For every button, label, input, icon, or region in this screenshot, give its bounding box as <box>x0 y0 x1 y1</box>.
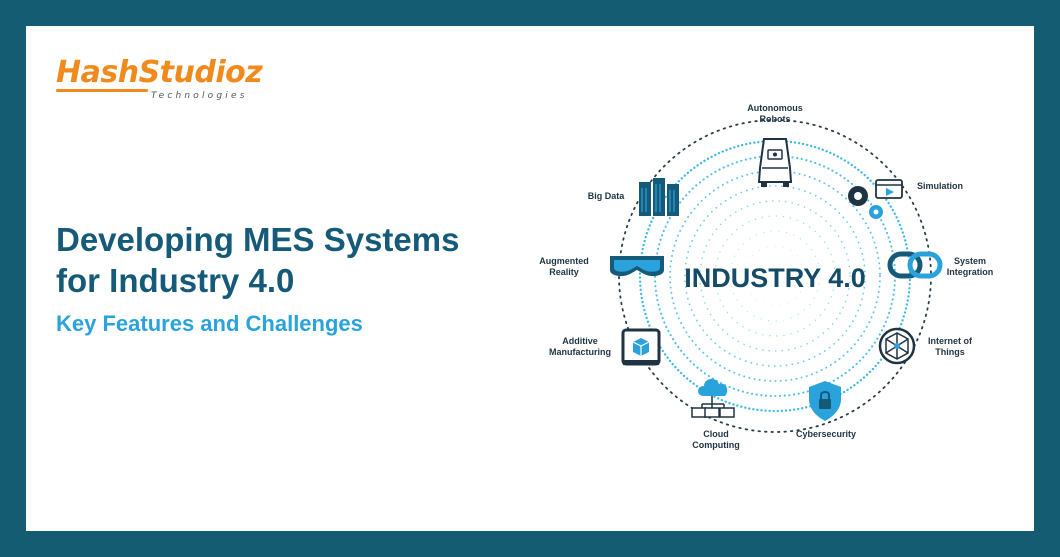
node-additive-manufacturing: Additive Manufacturing <box>549 328 661 366</box>
robot-car-icon <box>757 138 793 187</box>
cloud-network-icon <box>691 378 735 418</box>
dot-ring <box>729 230 821 322</box>
logo-brand: HashStudioz <box>56 55 263 90</box>
node-label-line1: Cloud <box>703 429 729 439</box>
node-autonomous-robots: Autonomous Robots <box>747 103 803 187</box>
node-label-line2: Computing <box>692 440 740 450</box>
dot-ring <box>744 245 806 307</box>
node-label-line1: Augmented <box>539 256 589 266</box>
node-cloud-computing: Cloud Computing <box>691 378 740 450</box>
node-big-data: Big Data <box>588 178 679 216</box>
dot-ring <box>699 200 851 352</box>
gears-video-icon <box>848 179 903 219</box>
node-simulation: Simulation <box>848 179 963 219</box>
node-label-line2: Robots <box>760 114 791 124</box>
node-cybersecurity: Cybersecurity <box>796 381 856 439</box>
headline-line-2: for Industry 4.0 <box>56 262 295 299</box>
node-system-integration: System Integration <box>887 251 994 279</box>
network-globe-icon <box>878 327 916 365</box>
node-label-line1: System <box>954 256 986 266</box>
node-augmented-reality: Augmented Reality <box>539 256 664 277</box>
industry-diagram: INDUSTRY 4.0 Autonomous Robots <box>539 103 994 450</box>
node-internet-of-things: Internet of Things <box>878 327 973 365</box>
shield-lock-icon <box>809 381 841 421</box>
dot-ring <box>714 215 836 337</box>
node-label-line1: Big Data <box>588 191 626 201</box>
node-label-line1: Autonomous <box>747 103 803 113</box>
vr-headset-icon <box>610 256 664 277</box>
node-label-line1: Internet of <box>928 336 973 346</box>
logo-swoosh <box>56 89 148 92</box>
headline: Developing MES Systems for Industry 4.0 <box>56 219 459 301</box>
node-label-line1: Simulation <box>917 181 963 191</box>
node-label-line1: Additive <box>562 336 598 346</box>
headline-line-1: Developing MES Systems <box>56 221 460 258</box>
logo-tagline: Technologies <box>151 91 248 101</box>
server-rack-icon <box>639 178 679 216</box>
node-label-line1: Cybersecurity <box>796 429 856 439</box>
dot-ring <box>669 170 881 382</box>
node-label-line2: Integration <box>947 267 994 277</box>
headline-subtitle: Key Features and Challenges <box>56 311 363 336</box>
node-label-line2: Things <box>935 347 965 357</box>
node-label-line2: Manufacturing <box>549 347 611 357</box>
chain-link-icon <box>887 251 943 279</box>
center-title: INDUSTRY 4.0 <box>684 263 866 293</box>
company-logo: HashStudioz Technologies <box>56 55 296 105</box>
3d-printer-icon <box>621 328 661 366</box>
banner-card: HashStudioz Technologies Developing MES … <box>26 26 1034 531</box>
dot-ring <box>684 185 866 367</box>
node-label-line2: Reality <box>549 267 579 277</box>
